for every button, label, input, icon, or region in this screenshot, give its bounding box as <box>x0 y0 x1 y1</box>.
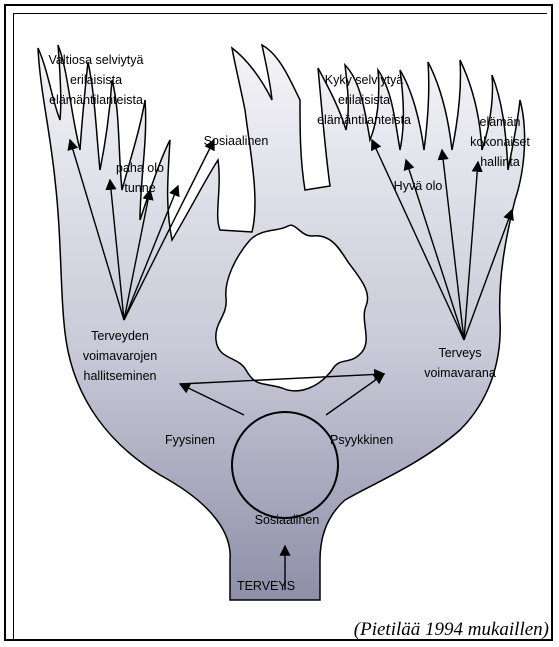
label-sosiaalinen: Sosiaalinen <box>255 513 320 527</box>
label-hallinta-2: voimavarojen <box>83 349 157 363</box>
label-hallinta-1: Terveyden <box>91 329 149 343</box>
label-voimavarana-2: voimavarana <box>424 366 496 380</box>
label-hyvinvointi: Hyvä olo <box>394 179 443 193</box>
label-hallinta-3: hallitseminen <box>84 369 157 383</box>
label-paha-olo-1: paha olo <box>116 161 164 175</box>
label-selviytya-2: erilaisista <box>70 73 122 87</box>
label-psyykkinen: Psyykkinen <box>330 433 393 447</box>
label-voimavarana-1: Terveys <box>438 346 481 360</box>
figure-caption: (Pietilää 1994 mukaillen) <box>354 619 549 641</box>
label-kyky-2: erilaisista <box>338 93 390 107</box>
label-elaman-hallinta-3: hallinta <box>480 155 520 169</box>
label-fyysinen: Fyysinen <box>165 433 215 447</box>
label-elaman-hallinta-2: kokonaiset <box>470 135 530 149</box>
label-yhteistyo: Sosiaalinen <box>204 134 269 148</box>
label-kyky-3: elämäntilanteista <box>317 113 411 127</box>
label-root: TERVEYS <box>237 579 295 593</box>
label-selviytya-1: Valtiosa selviytyä <box>49 53 144 67</box>
label-paha-olo-2: tunne <box>124 181 155 195</box>
label-selviytya-3: elämäntilanteista <box>49 93 143 107</box>
label-elaman-hallinta-1: elämän <box>480 115 521 129</box>
label-kyky-1: Kyky selviytyä <box>325 73 404 87</box>
